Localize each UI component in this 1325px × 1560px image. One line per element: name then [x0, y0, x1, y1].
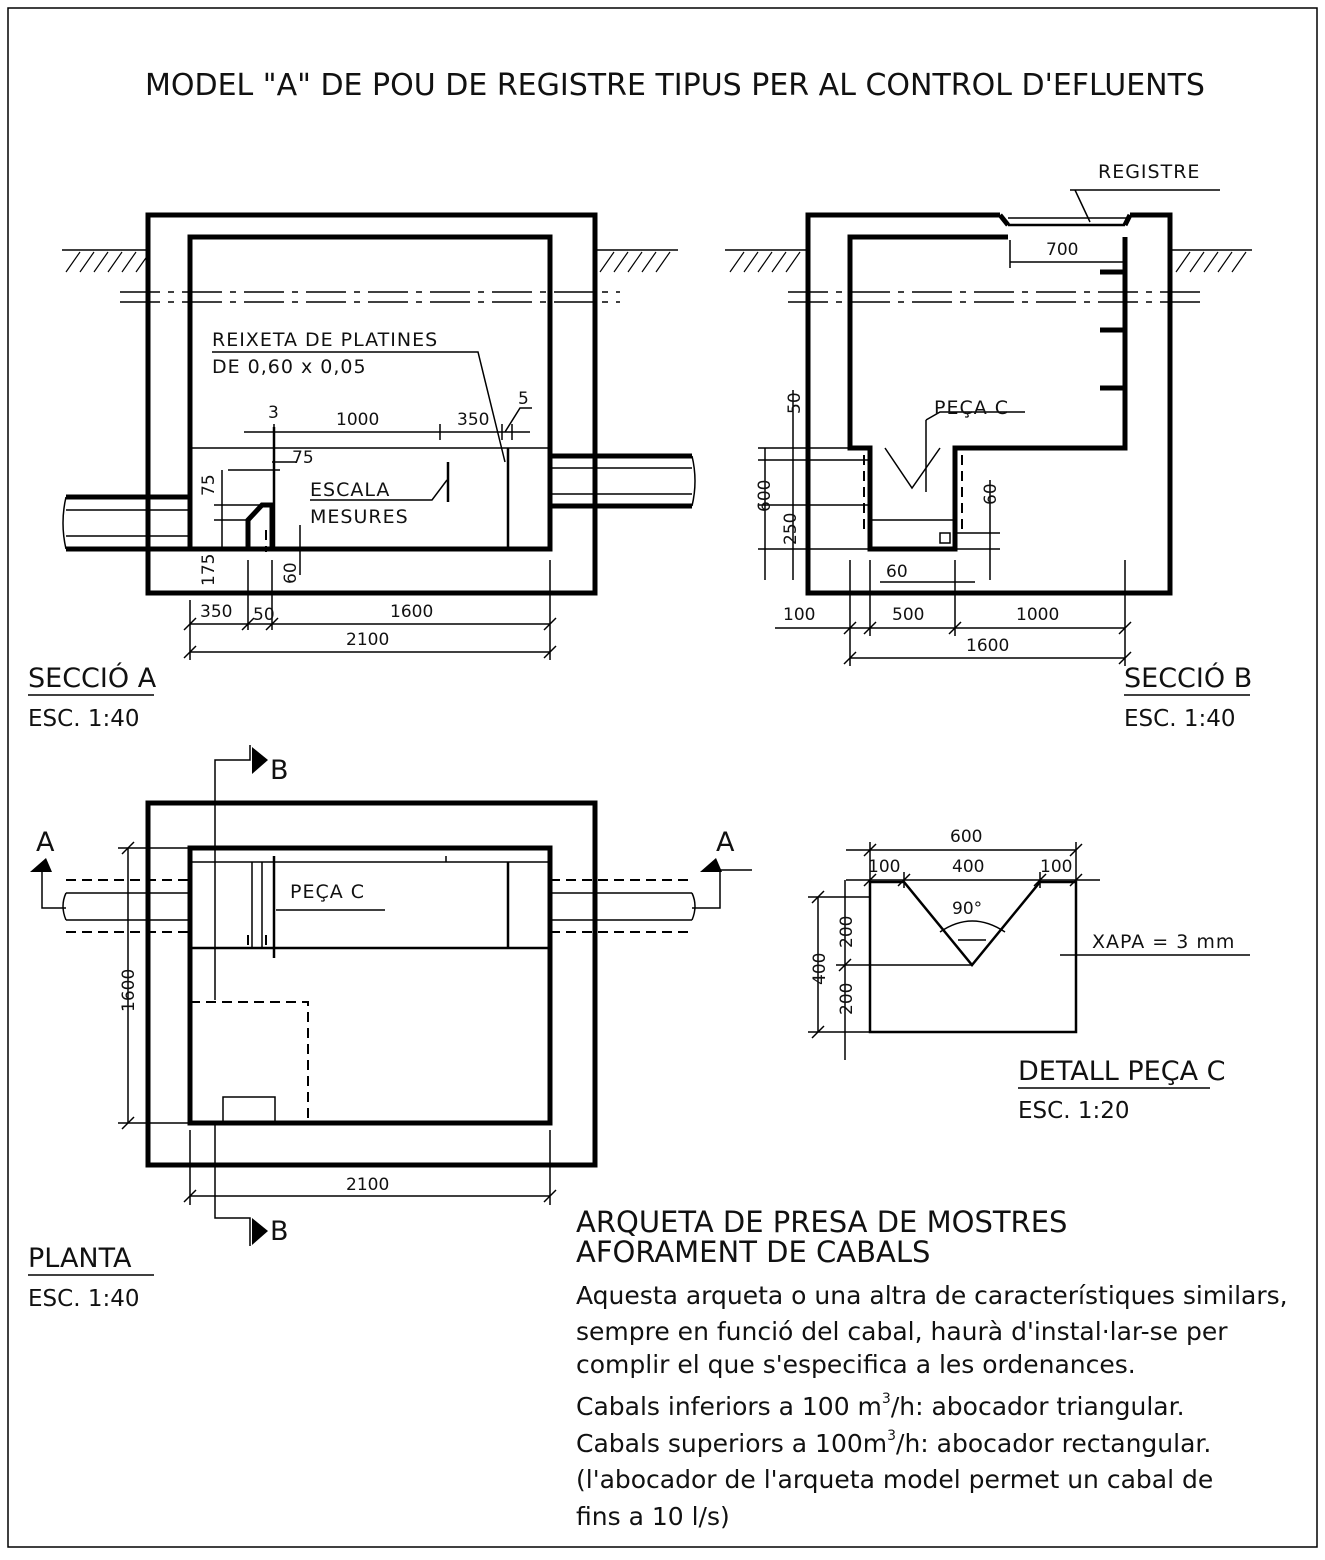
detail-heading: DETALL PEÇA C [1018, 1056, 1225, 1087]
section-b-heading: SECCIÓ B [1124, 662, 1252, 694]
notes-flow-high-a: Cabals superiors a 100m [576, 1429, 887, 1458]
notes-flow-low-sup: 3 [882, 1391, 891, 1407]
notes-flow-low-a: Cabals inferiors a 100 m [576, 1392, 882, 1421]
notes-paragraph-line6: (l'abocador de l'arqueta model permet un… [576, 1465, 1213, 1494]
dim-b-700: 700 [1046, 240, 1078, 260]
section-a-scale: ESC. 1:40 [28, 706, 139, 732]
cut-a-left-label: A [36, 827, 55, 858]
notes-flow-high: Cabals superiors a 100m3/h: abocador rec… [576, 1428, 1211, 1458]
notes-paragraph-line7: fins a 10 l/s) [576, 1502, 730, 1531]
dim-a-75-vertical: 75 [199, 474, 219, 496]
dim-b-50: 50 [785, 392, 805, 414]
plan-heading: PLANTA [28, 1243, 132, 1274]
cut-b-top-label: B [270, 755, 289, 786]
piece-c-label-section-b: PEÇA C [934, 397, 1009, 419]
plan-scale: ESC. 1:40 [28, 1286, 139, 1312]
dim-a-50: 50 [253, 605, 275, 625]
dim-a-350: 350 [200, 602, 232, 622]
piece-c-label-plan: PEÇA C [290, 881, 365, 903]
ladder-label-line2: MESURES [310, 506, 409, 528]
section-a-drawing [62, 212, 696, 660]
notes-flow-low: Cabals inferiors a 100 m3/h: abocador tr… [576, 1391, 1185, 1421]
notes-flow-low-b: /h: abocador triangular. [891, 1392, 1185, 1421]
cut-a-right-label: A [716, 827, 735, 858]
notes-flow-high-sup: 3 [887, 1428, 896, 1444]
section-b-drawing [725, 189, 1252, 666]
dim-detail-600: 600 [950, 827, 982, 847]
sheet-frame [7, 7, 1318, 1548]
notes-heading-line2: AFORAMENT DE CABALS [576, 1235, 930, 1269]
ground-hatch-a-left [62, 249, 149, 273]
dim-a-60: 60 [281, 562, 301, 584]
dim-b-100: 100 [783, 605, 815, 625]
dim-b-60-horizontal: 60 [886, 562, 908, 582]
notes-heading-line1: ARQUETA DE PRESA DE MOSTRES [576, 1205, 1067, 1239]
section-a-heading: SECCIÓ A [28, 662, 157, 694]
detail-scale: ESC. 1:20 [1018, 1098, 1129, 1124]
ground-hatch-b-right [1170, 249, 1252, 273]
dim-detail-200-upper: 200 [837, 916, 857, 948]
drawing-title: MODEL "A" DE POU DE REGISTRE TIPUS PER A… [145, 68, 1205, 103]
ground-hatch-b-left [725, 249, 808, 273]
dim-a-1600: 1600 [390, 602, 433, 622]
dim-b-250: 250 [781, 513, 801, 545]
registre-label: REGISTRE [1098, 161, 1200, 183]
dim-a-2100: 2100 [346, 630, 389, 650]
plan-drawing [30, 745, 752, 1246]
notes-paragraph-line1: Aquesta arqueta o una altra de caracterí… [576, 1281, 1288, 1310]
dim-detail-200-lower: 200 [837, 983, 857, 1015]
dim-b-60-vertical: 60 [981, 483, 1001, 505]
section-b-scale: ESC. 1:40 [1124, 706, 1235, 732]
dim-b-600: 600 [755, 480, 775, 512]
angle-label: 90° [952, 899, 982, 919]
notes-block: ARQUETA DE PRESA DE MOSTRES AFORAMENT DE… [576, 1205, 1288, 1531]
grate-label-line2: DE 0,60 x 0,05 [212, 356, 367, 378]
dim-detail-400: 400 [952, 857, 984, 877]
dim-b-1600: 1600 [966, 636, 1009, 656]
dim-a-175: 175 [199, 554, 219, 586]
cut-b-bottom-label: B [270, 1216, 289, 1247]
grate-label-line1: REIXETA DE PLATINES [212, 329, 438, 351]
ladder-label-line1: ESCALA [310, 479, 390, 501]
notes-flow-high-b: /h: abocador rectangular. [896, 1429, 1211, 1458]
notes-paragraph-line3: complir el que s'especifica a les ordena… [576, 1350, 1136, 1379]
dim-a-5: 5 [518, 389, 529, 409]
dim-detail-100-right: 100 [1040, 857, 1072, 877]
dim-a-1000: 1000 [336, 410, 379, 430]
dim-a-75-horizontal: 75 [292, 448, 314, 468]
dim-detail-100-left: 100 [868, 857, 900, 877]
ground-hatch-a-right [597, 249, 678, 273]
dim-b-1000: 1000 [1016, 605, 1059, 625]
dim-a-350-top: 350 [457, 410, 489, 430]
dim-plan-1600: 1600 [119, 969, 139, 1012]
sheet-thickness-label: XAPA = 3 mm [1092, 931, 1235, 953]
detail-drawing [808, 842, 1250, 1060]
dim-plan-2100: 2100 [346, 1175, 389, 1195]
dim-detail-400-vertical: 400 [810, 953, 830, 985]
notes-paragraph-line2: sempre en funció del cabal, haurà d'inst… [576, 1317, 1228, 1346]
dim-b-500: 500 [892, 605, 924, 625]
dim-a-3: 3 [268, 403, 279, 423]
